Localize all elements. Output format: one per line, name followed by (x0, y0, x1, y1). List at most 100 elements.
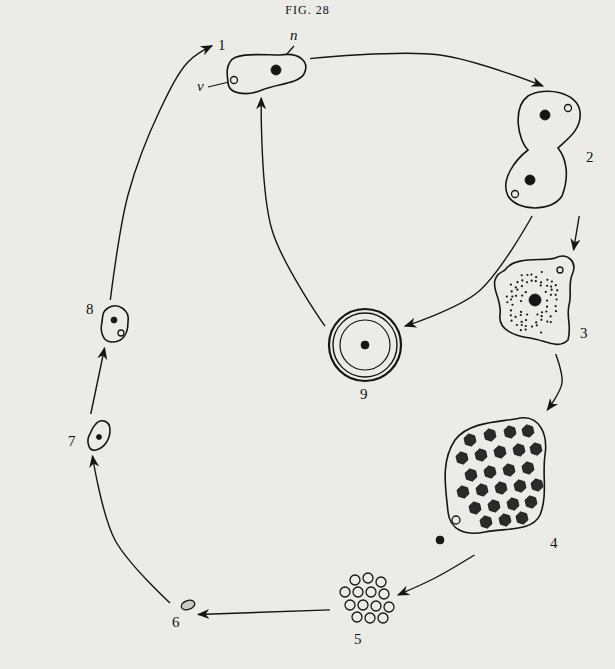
granule (516, 324, 518, 326)
swarm-spore (350, 575, 360, 585)
vacuole (565, 105, 572, 112)
granule (521, 274, 523, 276)
granule (546, 299, 548, 301)
granule (545, 310, 547, 312)
swarm-spore (365, 613, 375, 623)
cell-outline (445, 418, 545, 533)
granule (536, 324, 538, 326)
granule (550, 294, 552, 296)
granule (535, 280, 537, 282)
cell-outline (227, 54, 306, 93)
granule (506, 295, 508, 297)
granule (516, 289, 518, 291)
granule (511, 304, 513, 306)
part-letter: n (290, 28, 298, 43)
cycle-arrow (110, 46, 212, 300)
part-letter: v (197, 79, 204, 94)
cell-outline (506, 91, 580, 208)
spore (475, 449, 487, 461)
granule (550, 315, 552, 317)
granule (541, 311, 543, 313)
cell-outline (88, 421, 110, 450)
granule (550, 321, 552, 323)
swarm-spore (379, 589, 389, 599)
vacuole (452, 516, 460, 524)
stage-number: 2 (586, 150, 594, 165)
granule (510, 320, 512, 322)
cycle-arrow (398, 555, 474, 595)
granule (515, 286, 517, 288)
granule (510, 283, 512, 285)
spore (465, 469, 477, 481)
granule (540, 319, 542, 321)
cyst-wall (333, 313, 397, 377)
life-stage: 2 (500, 86, 600, 216)
spore (499, 514, 511, 526)
granule (506, 301, 508, 303)
granule (520, 314, 522, 316)
granule (520, 329, 522, 331)
spore (504, 426, 516, 438)
swarm-spore (345, 600, 355, 610)
granule (546, 279, 548, 281)
granule (511, 295, 513, 297)
granule (546, 306, 548, 308)
nucleus (111, 317, 117, 323)
spore (530, 443, 542, 455)
granule (541, 271, 543, 273)
life-stage: 1 (212, 34, 310, 98)
granule (510, 309, 512, 311)
granule (521, 324, 523, 326)
granule (510, 298, 512, 300)
granule (525, 325, 527, 327)
life-stage: 4 (430, 410, 562, 555)
spore (503, 464, 515, 476)
spore (513, 444, 525, 456)
nucleus (525, 175, 535, 185)
granule (521, 294, 523, 296)
nucleus (540, 110, 550, 120)
spore (476, 484, 488, 496)
vacuole (512, 191, 519, 198)
granule (555, 294, 557, 296)
stage-number: 3 (580, 326, 588, 341)
cell-outline (494, 256, 573, 344)
spore (495, 482, 507, 494)
nucleus (361, 341, 369, 349)
stage-number: 6 (172, 615, 180, 630)
granule (541, 315, 543, 317)
cycle-arrow (547, 354, 562, 410)
life-stage: 6 (170, 595, 198, 635)
nucleus (97, 435, 102, 440)
swarm-spore (363, 573, 373, 583)
cyst-body (340, 320, 390, 370)
spore (516, 512, 528, 524)
cycle-arrow (310, 53, 543, 86)
granule (530, 273, 532, 275)
spore (525, 496, 537, 508)
spore (507, 498, 519, 510)
cycle-arrow (574, 216, 580, 250)
spore (522, 462, 534, 474)
granule (526, 274, 528, 276)
vacuole (118, 330, 124, 336)
granule (555, 310, 557, 312)
granule (516, 281, 518, 283)
nucleus (529, 294, 541, 306)
vacuole (557, 267, 563, 273)
granule (536, 313, 538, 315)
granule (525, 291, 527, 293)
spore-cell (180, 598, 196, 611)
granule (520, 300, 522, 302)
granule (554, 305, 556, 307)
swarm-spore (378, 613, 388, 623)
granule (511, 290, 513, 292)
granule (535, 321, 537, 323)
leader-line (208, 82, 229, 87)
granule (521, 321, 523, 323)
granule (555, 284, 557, 286)
swarm-spore (384, 602, 394, 612)
cell-drawing (500, 86, 600, 216)
granule (535, 276, 537, 278)
granule (556, 289, 558, 291)
